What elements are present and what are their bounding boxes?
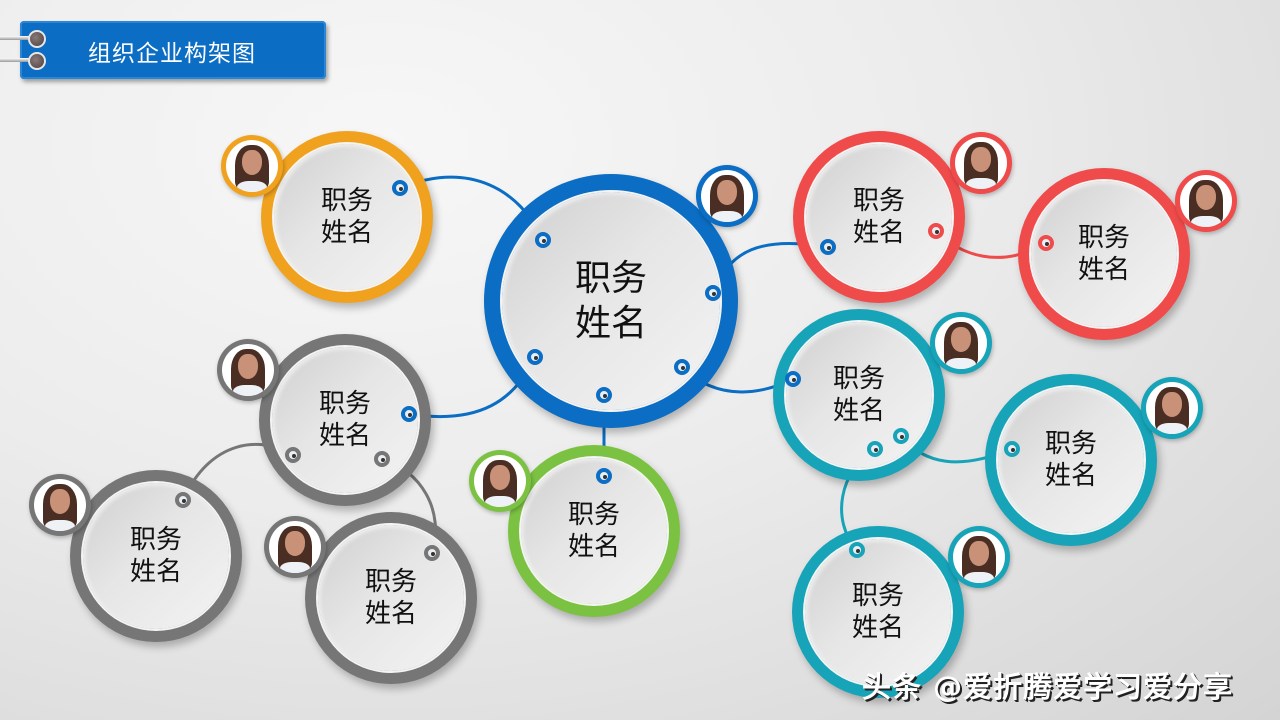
org-node-red-2[interactable]: 职务 姓名 <box>1018 168 1190 340</box>
org-node-orange[interactable]: 职务 姓名 <box>261 131 433 303</box>
binder-wire <box>0 58 34 62</box>
avatar <box>696 165 758 227</box>
node-title: 职务 <box>1044 428 1097 459</box>
avatar <box>1141 377 1203 439</box>
connector-dot-icon <box>175 492 191 508</box>
avatar <box>930 312 992 374</box>
connector-dot-icon <box>527 349 543 365</box>
node-title: 职务 <box>1077 222 1130 253</box>
org-node-green[interactable]: 职务 姓名 <box>508 445 680 617</box>
page-title: 组织企业构架图 <box>88 41 256 67</box>
node-name: 姓名 <box>1044 461 1097 491</box>
connector-dot-icon <box>401 406 417 422</box>
node-title: 职务 <box>567 499 620 530</box>
org-node-gray-2[interactable]: 职务 姓名 <box>70 470 242 642</box>
connector-dot-icon <box>820 239 836 255</box>
node-name: 姓名 <box>364 599 417 629</box>
org-node-gray-3[interactable]: 职务 姓名 <box>305 512 477 684</box>
node-title: 职务 <box>129 524 182 555</box>
org-node-teal-3[interactable]: 职务 姓名 <box>792 526 964 698</box>
avatar <box>217 339 279 401</box>
binder-wire <box>0 36 34 40</box>
node-title: 职务 <box>318 388 371 419</box>
node-title: 职务 <box>364 566 417 597</box>
org-node-teal-1[interactable]: 职务 姓名 <box>773 309 945 481</box>
connector-dot-icon <box>849 542 865 558</box>
connector-dot-icon <box>596 387 612 403</box>
connector-dot-icon <box>674 359 690 375</box>
connector-dot-icon <box>535 232 551 248</box>
avatar <box>264 516 326 578</box>
avatar <box>948 526 1010 588</box>
connector-dot-icon <box>374 451 390 467</box>
connector-dot-icon <box>1038 235 1054 251</box>
node-name: 姓名 <box>129 557 182 587</box>
connector-dot-icon <box>392 180 408 196</box>
connector-dot-icon <box>1004 441 1020 457</box>
connector-dot-icon <box>705 285 721 301</box>
connector-dot-icon <box>424 545 440 561</box>
node-title: 职务 <box>832 363 885 394</box>
org-node-center[interactable]: 职务 姓名 <box>484 174 738 428</box>
connector-dot-icon <box>785 371 801 387</box>
node-name: 姓名 <box>832 396 885 426</box>
avatar <box>1175 170 1237 232</box>
org-node-red-1[interactable]: 职务 姓名 <box>793 131 965 303</box>
watermark: 头条 @爱折腾爱学习爱分享 <box>862 670 1234 704</box>
node-title: 职务 <box>852 185 905 216</box>
connector-dot-icon <box>893 428 909 444</box>
node-name: 姓名 <box>318 421 371 451</box>
avatar <box>950 132 1012 194</box>
connector-dot-icon <box>867 441 883 457</box>
node-name: 姓名 <box>567 532 620 562</box>
node-name: 姓名 <box>574 303 647 344</box>
node-name: 姓名 <box>852 218 905 248</box>
node-name: 姓名 <box>320 218 373 248</box>
binder-ring-icon <box>28 30 46 48</box>
avatar <box>29 474 91 536</box>
avatar <box>221 135 283 197</box>
node-title: 职务 <box>574 258 647 299</box>
node-title: 职务 <box>320 185 373 216</box>
org-node-gray-1[interactable]: 职务 姓名 <box>259 334 431 506</box>
binder-ring-icon <box>28 52 46 70</box>
org-node-teal-2[interactable]: 职务 姓名 <box>985 374 1157 546</box>
node-name: 姓名 <box>1077 255 1130 285</box>
title-banner: 组织企业构架图 <box>20 21 326 79</box>
connector-dot-icon <box>596 468 612 484</box>
node-name: 姓名 <box>851 613 904 643</box>
avatar <box>469 450 531 512</box>
connector-dot-icon <box>928 223 944 239</box>
connector-dot-icon <box>285 447 301 463</box>
node-title: 职务 <box>851 580 904 611</box>
